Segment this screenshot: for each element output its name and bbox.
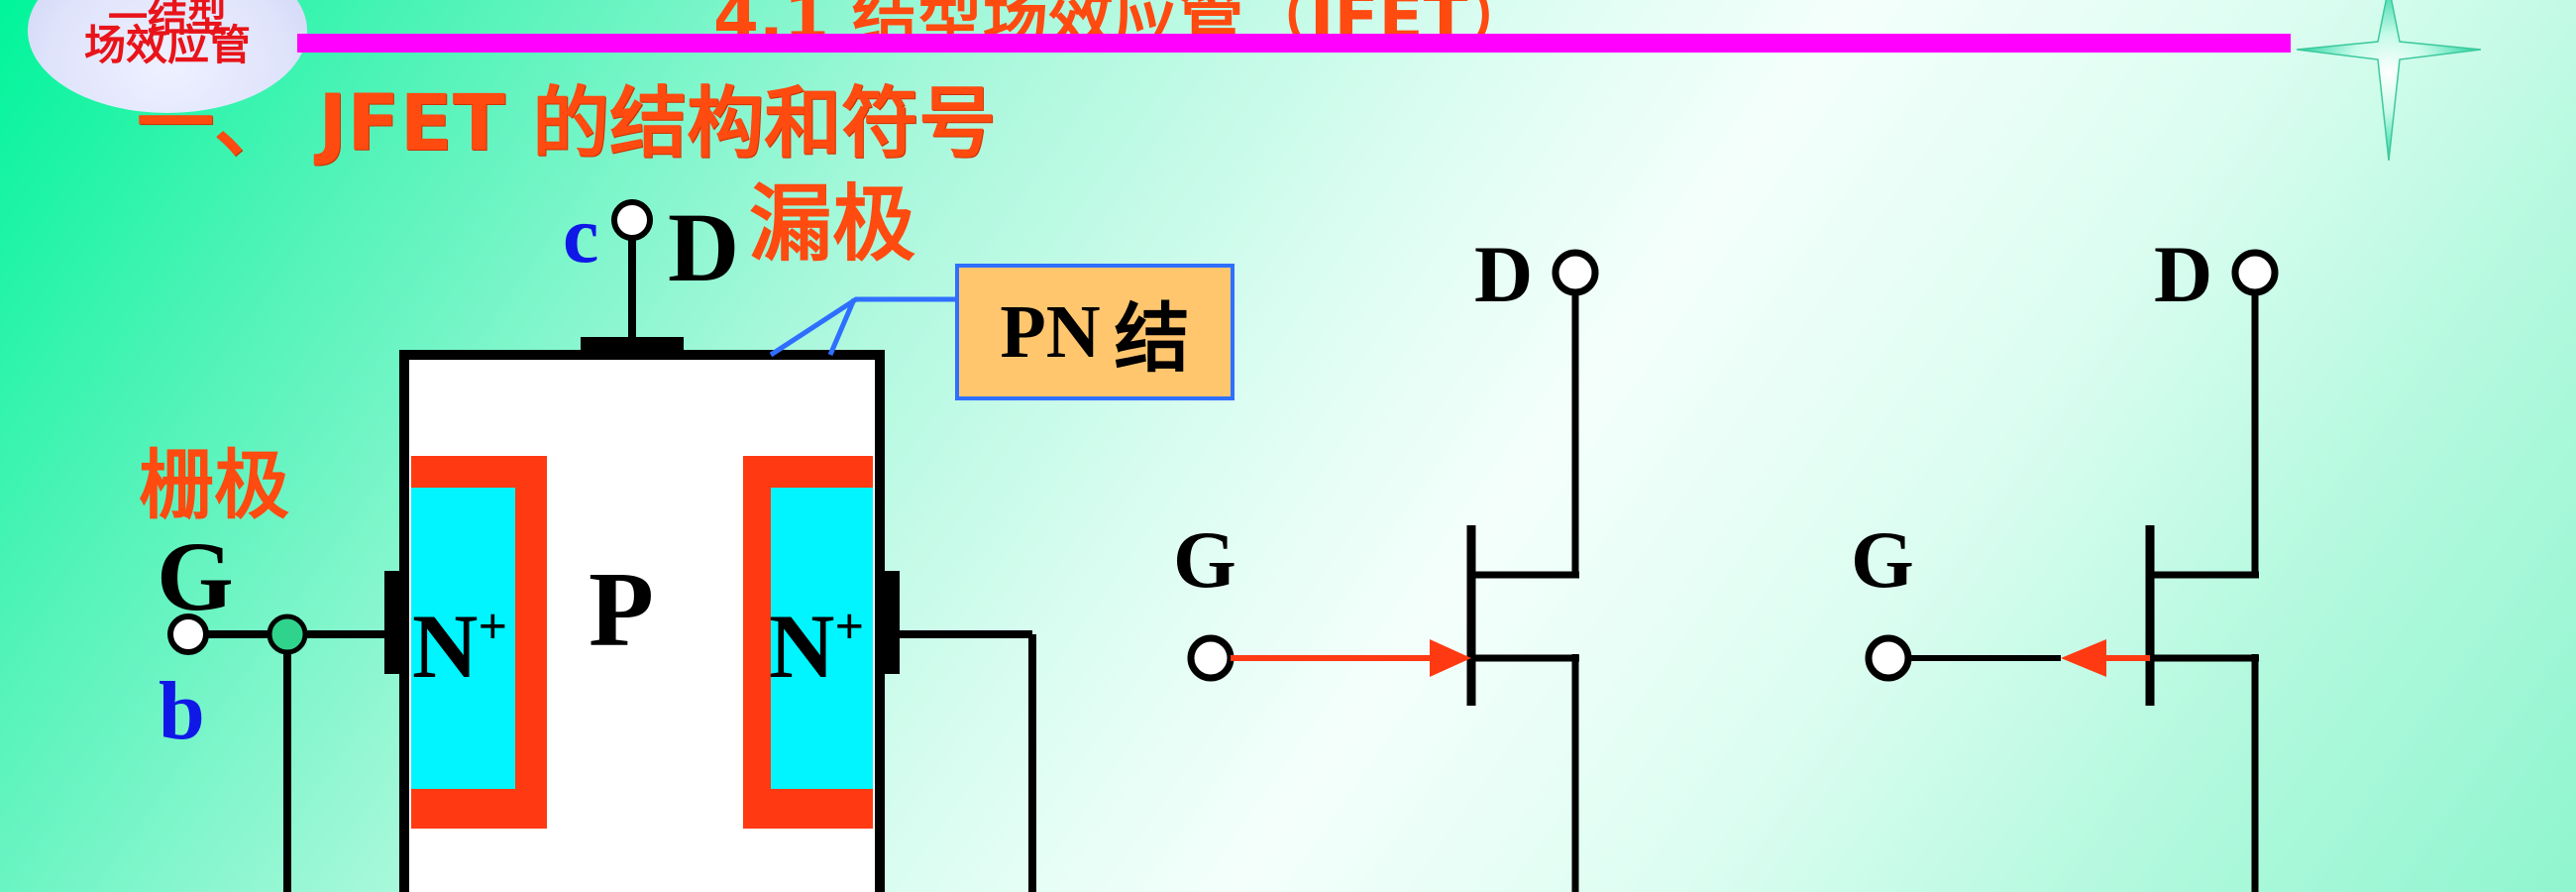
jfet-structure [167, 199, 1036, 892]
gate-contact-right [882, 571, 900, 674]
gate-contact-left [384, 571, 402, 674]
n-region-right [771, 488, 873, 789]
drain-alt-label: c [563, 189, 599, 279]
drain-terminal [611, 199, 653, 241]
pn-layer-left [411, 456, 547, 829]
n-symbol-drain-terminal [1552, 249, 1599, 296]
drain-letter: D [668, 192, 740, 302]
n-symbol-arrow-icon [1430, 639, 1471, 677]
pn-layer-right [743, 456, 873, 829]
gate-cn-label: 栅极 [139, 441, 289, 529]
n-channel-symbol [1187, 249, 1599, 892]
pn-callout-line-1 [769, 296, 955, 358]
drain-cn-label: 漏极 [749, 175, 916, 273]
p-symbol-gate-label: G [1851, 514, 1914, 605]
n-symbol-gate-label: G [1173, 514, 1236, 605]
gate-letter: G [157, 521, 234, 631]
badge-line1: 一结型 [108, 0, 227, 41]
four-point-star-icon [2297, 0, 2481, 161]
n-symbol-gate-terminal [1187, 634, 1234, 682]
p-symbol-drain-terminal [2231, 249, 2279, 296]
n-symbol-drain-label: D [1474, 229, 1534, 319]
pn-callout-line-2 [827, 298, 857, 356]
gate-junction-dot [267, 613, 308, 655]
gate-alt-label: b [159, 665, 205, 757]
section-heading: 一、 JFET 的结构和符号 [137, 79, 997, 168]
badge-line2: 场效应管 [83, 21, 251, 69]
channel-label: P [589, 551, 654, 669]
gate-terminal [167, 613, 209, 655]
drain-contact [581, 337, 684, 359]
n-region-right-label: N+ [769, 596, 865, 697]
title-underline [297, 34, 2291, 53]
n-region-left [411, 488, 515, 789]
n-region-left-label: N+ [412, 596, 508, 697]
p-symbol-gate-terminal [1865, 634, 1912, 682]
p-symbol-drain-label: D [2154, 229, 2213, 319]
p-symbol-arrow-icon [2061, 639, 2106, 677]
p-channel-symbol [1865, 249, 2279, 892]
